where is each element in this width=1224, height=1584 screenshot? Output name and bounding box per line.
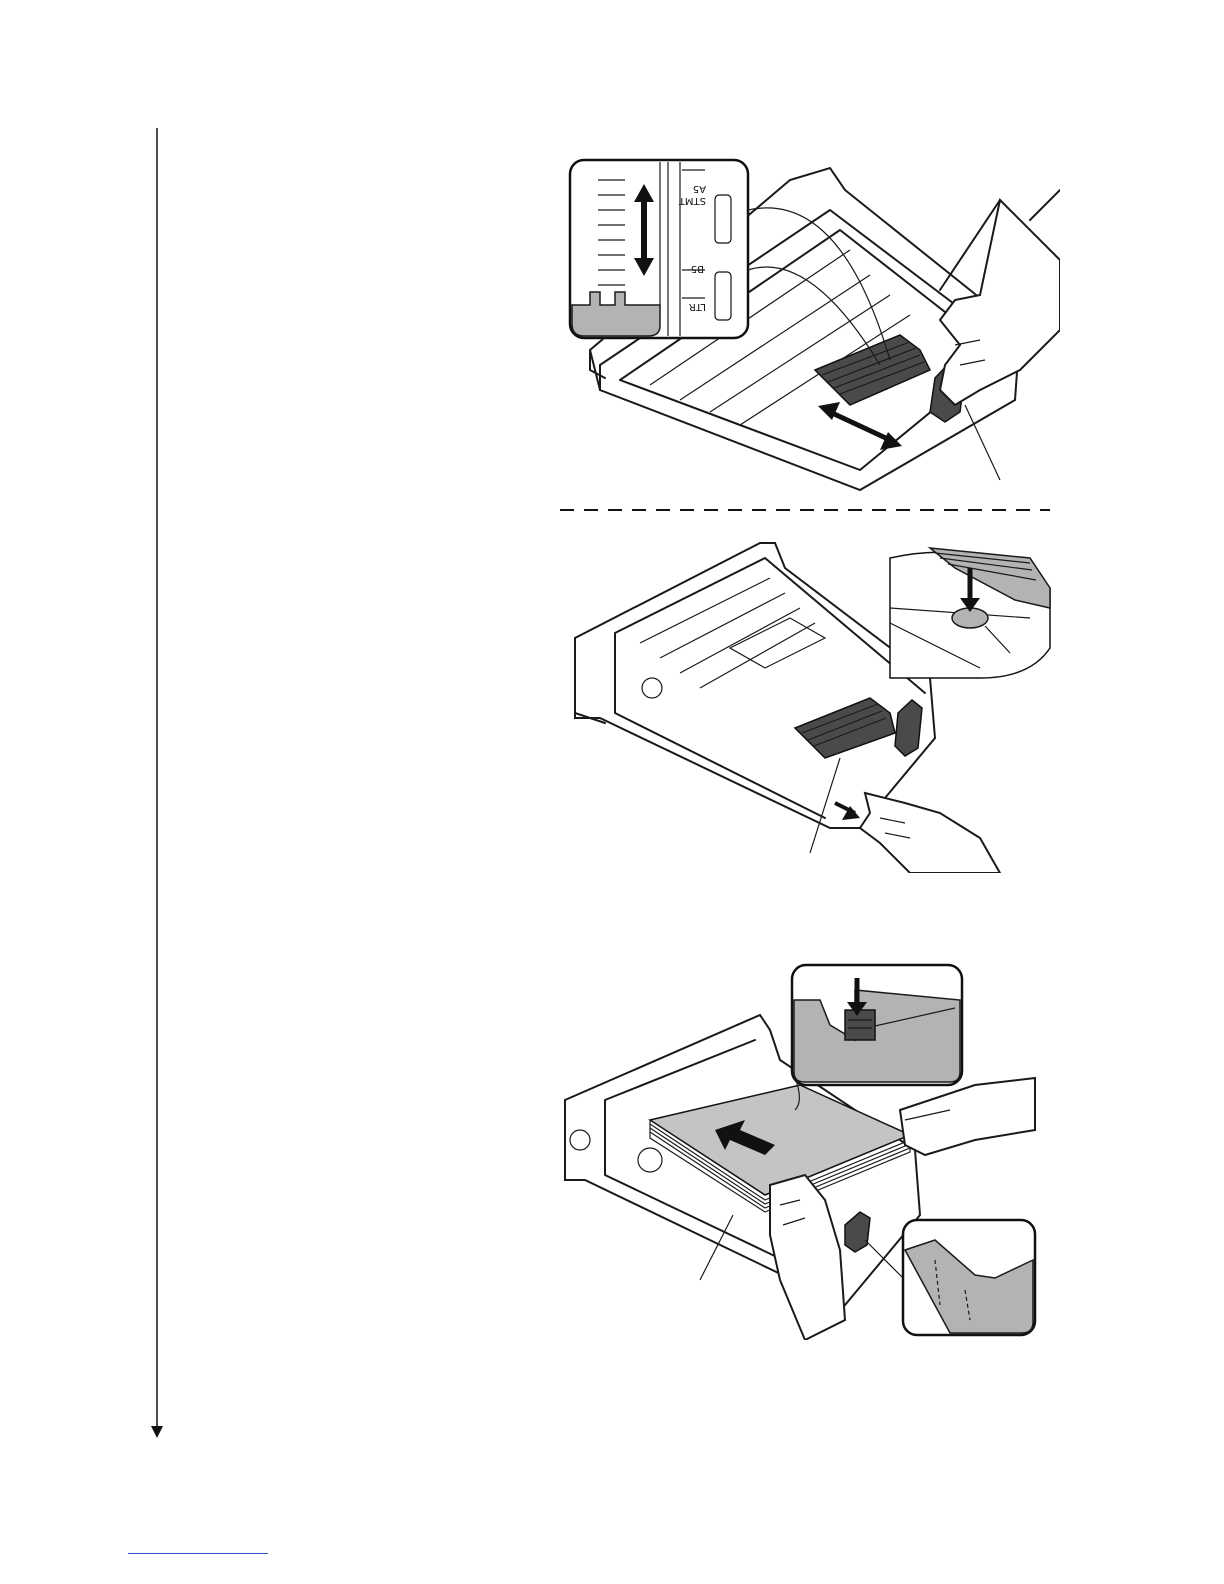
scale-label-b5: B5 <box>691 263 704 274</box>
footer-link-rule <box>128 1553 268 1554</box>
figure-adjust-length-guide: STMT A5 B5 LTR <box>560 150 1060 500</box>
procedure-flow-arrow <box>150 128 164 1440</box>
lock-release-inset <box>890 548 1050 678</box>
figure-load-paper-stack <box>555 960 1055 1340</box>
scale-label-ltr: LTR <box>689 301 706 312</box>
hand-illustration <box>860 793 1000 873</box>
scale-label-a5: A5 <box>693 183 706 194</box>
figure-release-guide-lock <box>560 528 1060 873</box>
figure-separator <box>560 500 1050 520</box>
scale-label-stmt: STMT <box>678 195 706 206</box>
